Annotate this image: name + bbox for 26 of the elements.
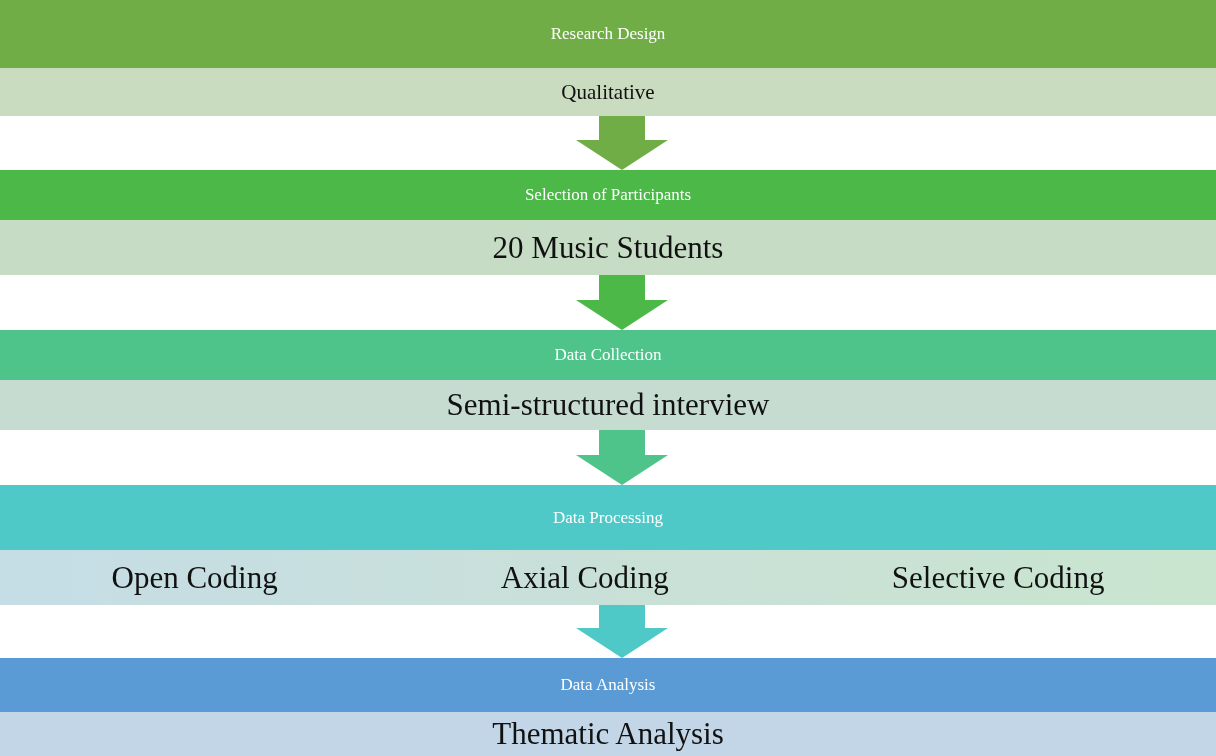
stage-detail: Axial Coding (500, 559, 669, 596)
flow-arrow (576, 116, 668, 170)
stage-header-band (0, 485, 1216, 550)
stage-title: Data Collection (554, 345, 662, 365)
stage-detail: Thematic Analysis (492, 716, 724, 752)
flow-arrow (576, 605, 668, 658)
stage-title: Data Processing (553, 507, 663, 528)
stage-header-band (0, 330, 1216, 380)
stage-content-band (0, 550, 1216, 605)
stage-header-band (0, 658, 1216, 712)
stage-content-band (0, 380, 1216, 430)
flow-arrow (576, 430, 668, 485)
stage-detail: 20 Music Students (492, 229, 724, 266)
stage-detail: Qualitative (561, 79, 655, 105)
stage-header-band (0, 0, 1216, 68)
stage-detail: Semi-structured interview (446, 387, 770, 423)
stage-content-band (0, 68, 1216, 116)
stage-title: Selection of Participants (524, 185, 692, 205)
stage-detail: Selective Coding (891, 559, 1105, 596)
flow-arrow (576, 275, 668, 330)
stage-content-band (0, 712, 1216, 756)
stage-title: Research Design (550, 24, 666, 44)
stage-title: Data Analysis (560, 675, 656, 695)
stage-content-band (0, 220, 1216, 275)
stage-detail: Open Coding (111, 559, 278, 596)
stage-header-band (0, 170, 1216, 220)
